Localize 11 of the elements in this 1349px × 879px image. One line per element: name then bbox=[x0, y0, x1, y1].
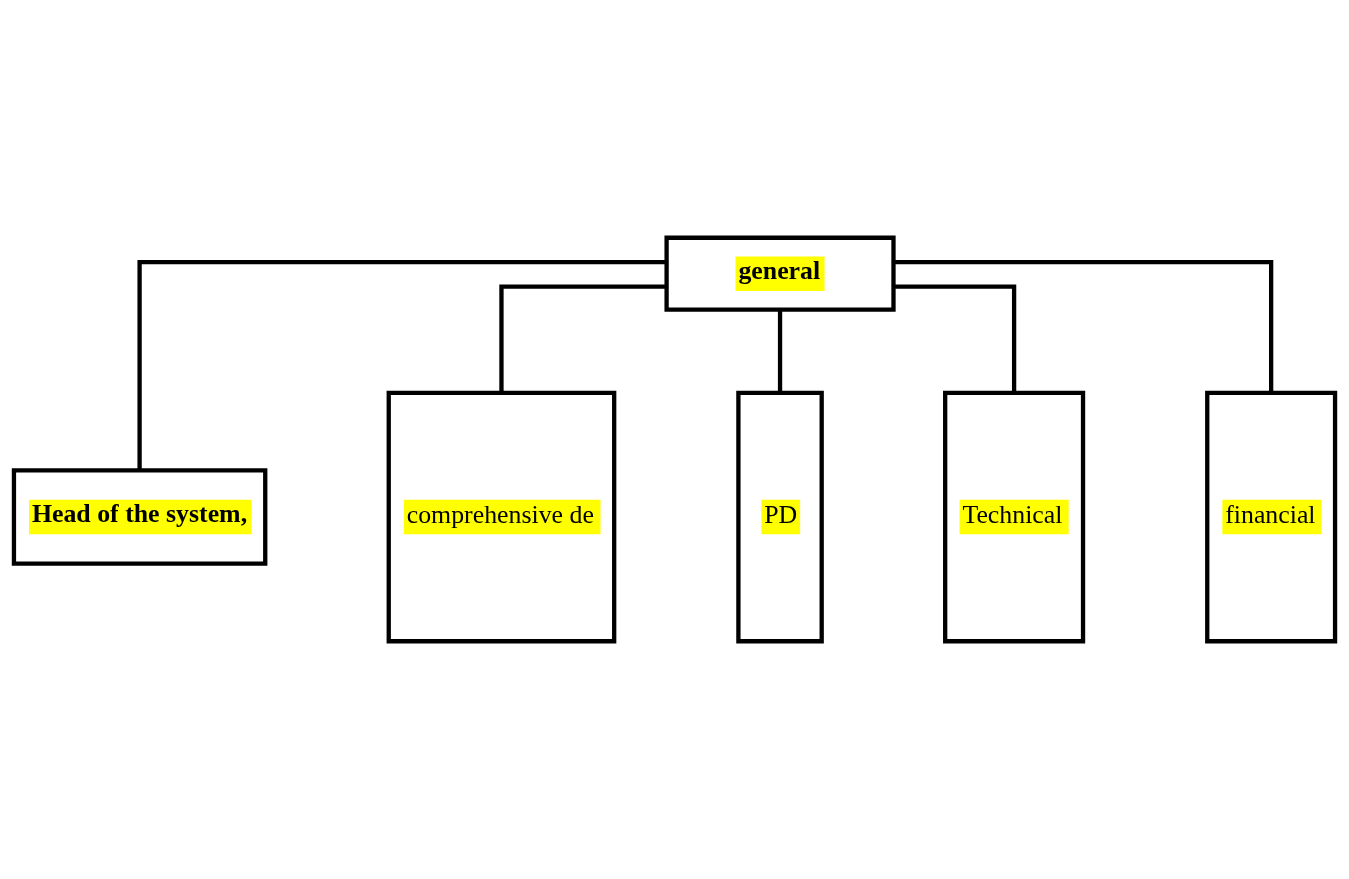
node-box: comprehensive de bbox=[386, 390, 617, 644]
node-box: general bbox=[664, 235, 896, 312]
connector bbox=[777, 309, 783, 393]
connector bbox=[499, 284, 667, 393]
connector bbox=[893, 260, 1274, 393]
node-box: Technical bbox=[943, 390, 1086, 644]
connector bbox=[893, 284, 1017, 393]
node-box: Head of the system, bbox=[11, 468, 268, 566]
connector bbox=[137, 260, 667, 471]
node-box: PD bbox=[736, 390, 824, 644]
node-box: financial bbox=[1205, 390, 1338, 644]
